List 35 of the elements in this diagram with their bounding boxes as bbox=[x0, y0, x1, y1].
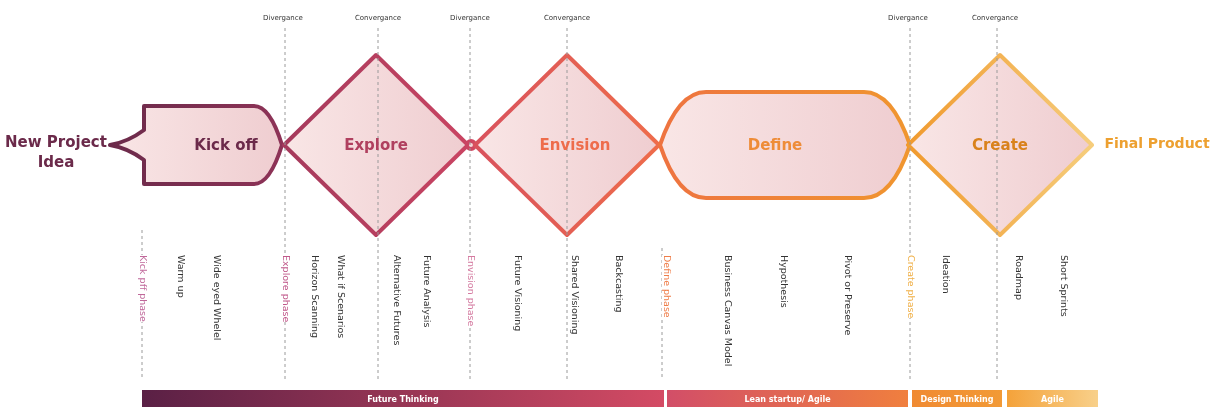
method-label: Backcasting bbox=[614, 255, 625, 313]
terminal-label: Final Product bbox=[1103, 134, 1211, 153]
category-bar bbox=[142, 390, 664, 407]
method-label: Shared Visioning bbox=[570, 255, 581, 335]
method-label: Hypothesis bbox=[779, 255, 790, 308]
phase-title: Envision bbox=[538, 135, 612, 155]
phase-title: Kick off bbox=[193, 135, 259, 155]
phase-title: Explore bbox=[343, 135, 409, 155]
method-label: Alternative Futures bbox=[392, 255, 403, 346]
method-label: Future Visioning bbox=[513, 255, 524, 332]
method-label: Roadmap bbox=[1014, 255, 1025, 300]
bar-label: Lean startup/ Agile bbox=[743, 394, 832, 406]
phase-label: Kick pff phase bbox=[138, 255, 149, 322]
method-label: Future Analysis bbox=[422, 255, 433, 328]
bar-label: Design Thinking bbox=[919, 394, 995, 406]
phase-title: Create bbox=[970, 135, 1029, 155]
bar-label: Future Thinking bbox=[366, 394, 440, 406]
method-label: Pivot or Preserve bbox=[843, 255, 854, 336]
phase-label: Envision phase bbox=[466, 255, 477, 327]
phase-title: Define bbox=[746, 135, 804, 155]
category-bar bbox=[912, 390, 1002, 407]
phase-label: Create phase bbox=[906, 255, 917, 319]
category-bar bbox=[1007, 390, 1098, 407]
terminal-label: New Project Idea bbox=[4, 132, 108, 173]
method-label: Ideation bbox=[941, 255, 952, 294]
method-label: What if Scenarios bbox=[336, 255, 347, 339]
phase-label: Define phase bbox=[662, 255, 673, 318]
method-label: Wide eyed Whelel bbox=[212, 255, 223, 341]
method-label: Warm up bbox=[176, 255, 187, 298]
phase-label: Explore phase bbox=[281, 255, 292, 323]
bar-label: Agile bbox=[1040, 394, 1065, 406]
method-label: Short Sprints bbox=[1059, 255, 1070, 317]
method-label: Horizon Scanning bbox=[310, 255, 321, 339]
method-label: Business Canvas Model bbox=[723, 255, 734, 367]
category-bar bbox=[667, 390, 908, 407]
